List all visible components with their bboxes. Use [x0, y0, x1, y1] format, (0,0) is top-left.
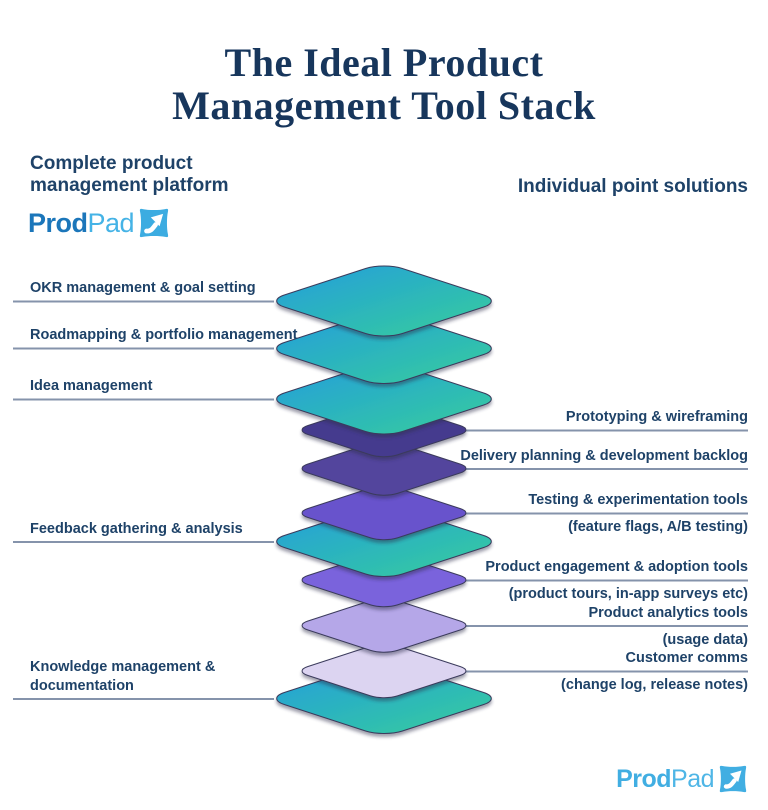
label-okr: OKR management & goal setting: [30, 280, 256, 296]
right-column-header: Individual point solutions: [517, 176, 748, 197]
prodpad-arrow-icon: [719, 765, 747, 793]
label-analytics: Product analytics tools: [588, 605, 748, 621]
page-title: The Ideal Product Management Tool Stack: [172, 40, 596, 128]
diamond-layers: [266, 263, 502, 737]
diamond-delivery: [294, 439, 474, 498]
diamond-analytics: [294, 596, 474, 655]
label-idea: Idea management: [30, 378, 153, 394]
diamond-roadmapping: [266, 310, 502, 387]
prodpad-word-pad: Pad: [87, 208, 135, 238]
left-column-header: Complete product management platform: [30, 153, 229, 196]
label-roadmapping: Roadmapping & portfolio management: [30, 327, 298, 343]
prodpad-wordmark: ProdPad: [616, 764, 714, 794]
label-delivery: Delivery planning & development backlog: [460, 448, 748, 464]
diamond-okr: [266, 263, 502, 340]
sublabel-customer-comms: (change log, release notes): [561, 677, 748, 693]
prodpad-arrow-icon: [139, 208, 169, 238]
sublabel-engagement: (product tours, in-app surveys etc): [508, 586, 748, 602]
diamond-customer-comms: [294, 642, 474, 701]
diamond-idea: [266, 361, 502, 438]
label-feedback: Feedback gathering & analysis: [30, 521, 243, 537]
prodpad-word-prod: Prod: [616, 765, 672, 793]
sublabel-testing: (feature flags, A/B testing): [568, 519, 748, 535]
label-prototyping: Prototyping & wireframing: [565, 409, 748, 425]
prodpad-wordmark: ProdPad: [28, 207, 135, 239]
connector-lines: [13, 300, 748, 700]
prodpad-logo-top: ProdPad: [28, 207, 169, 239]
prodpad-logo-bottom: ProdPad: [616, 764, 747, 794]
label-testing: Testing & experimentation tools: [528, 492, 748, 508]
diamond-testing: [294, 484, 474, 543]
label-engagement: Product engagement & adoption tools: [485, 559, 748, 575]
prodpad-word-prod: Prod: [28, 208, 88, 238]
label-customer-comms: Customer comms: [625, 650, 748, 666]
sublabel-analytics: (usage data): [662, 632, 748, 648]
prodpad-word-pad: Pad: [671, 765, 714, 793]
label-knowledge: Knowledge management & documentation: [30, 659, 216, 694]
